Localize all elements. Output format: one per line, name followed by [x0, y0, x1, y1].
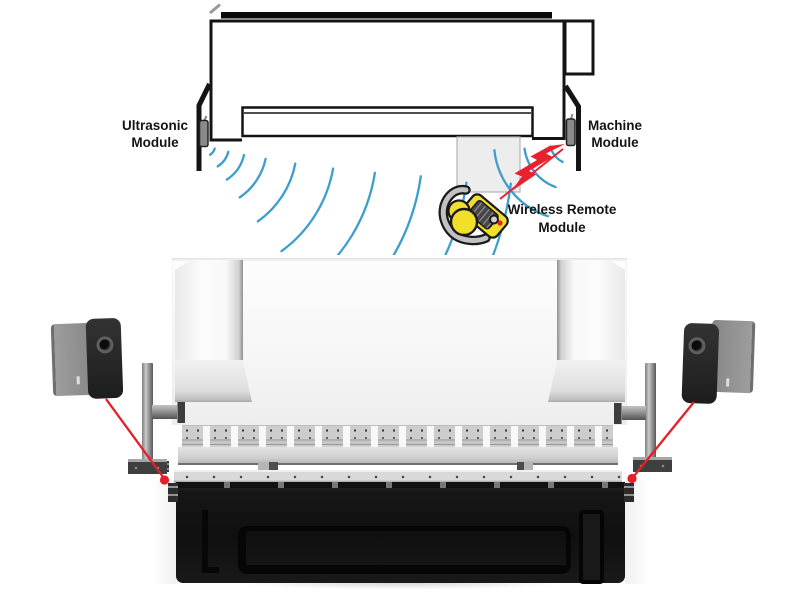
top-beam-bar: [221, 12, 552, 19]
left-post-base: [128, 459, 167, 474]
clamp-hook-line: [209, 3, 221, 15]
floor-shadow: [186, 583, 616, 592]
machine-module-icon: [565, 118, 576, 147]
right-post-base: [633, 457, 672, 472]
camera-logo-mark: [726, 378, 730, 387]
right-bracket: [563, 84, 581, 171]
right-mount-arm: [618, 406, 646, 420]
camera-front-face: [681, 322, 720, 405]
left-groove: [202, 510, 208, 572]
side-cabinet-outline: [563, 19, 595, 76]
right-groove: [579, 510, 604, 584]
right-column-foot: [548, 360, 625, 402]
die-gap-tab: [258, 462, 278, 470]
die-gap-tab: [517, 462, 533, 470]
tool-clamp-row: [182, 425, 613, 448]
machine-outline: [196, 3, 595, 171]
lightning-bolt-icon: [511, 144, 565, 192]
camera-front-face: [85, 317, 124, 399]
label-wireless-remote-module: Wireless Remote Module: [507, 202, 617, 235]
label-machine-module: Machine Module: [587, 118, 642, 150]
label-ultrasonic-module: Ultrasonic Module: [121, 118, 189, 150]
die-block-row: [176, 482, 625, 488]
lower-body: [176, 482, 625, 584]
right-arm-flange: [614, 403, 622, 424]
die-rail-beam: [174, 470, 622, 483]
right-mounting-post: [645, 363, 656, 463]
left-groove-foot: [202, 567, 219, 573]
left-arm-flange: [177, 402, 185, 423]
left-mount-arm: [152, 405, 180, 419]
left-column-foot: [175, 360, 252, 402]
left-ambient-shade: [152, 480, 176, 584]
right-module-stub: [570, 113, 574, 120]
foot-pedal-remote-icon: [438, 184, 509, 246]
left-bracket: [196, 82, 212, 171]
right-ambient-shade: [625, 480, 649, 584]
right-sensor-camera: [681, 317, 756, 405]
ultrasonic-wave-arcs-icon: [208, 145, 564, 255]
recess-panel: [238, 526, 571, 574]
camera-logo-mark: [76, 376, 80, 385]
left-sensor-camera: [50, 317, 124, 403]
camera-lens-icon: [688, 337, 706, 355]
left-side-tab: [168, 483, 178, 502]
ram-band-outline: [241, 106, 534, 138]
camera-lens-icon: [96, 336, 114, 354]
ram-lower-band: [178, 447, 618, 465]
right-side-tab: [624, 483, 634, 502]
ultrasonic-module-icon: [198, 119, 209, 148]
schematic-diagram: [196, 3, 595, 255]
